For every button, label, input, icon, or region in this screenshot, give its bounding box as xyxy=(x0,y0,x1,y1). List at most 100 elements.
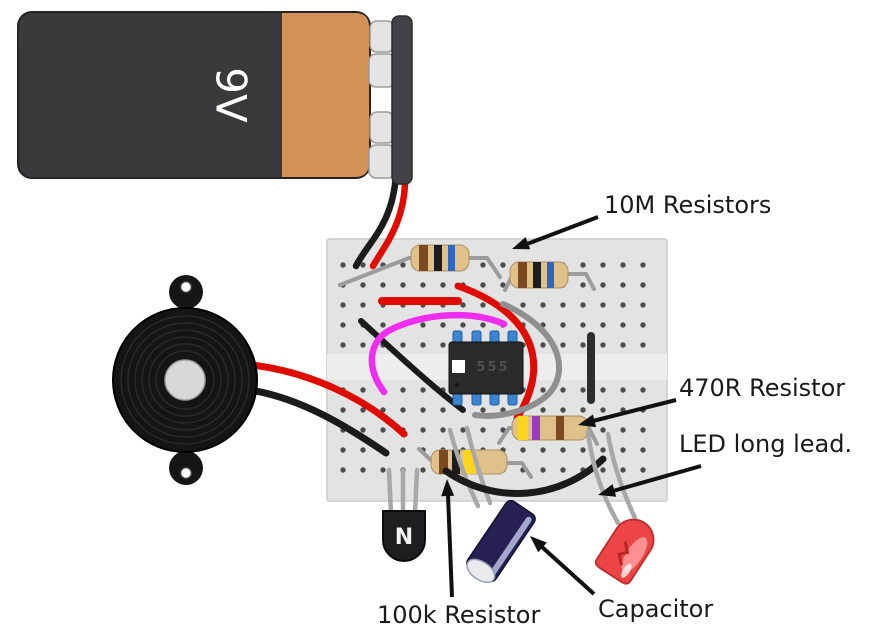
resistor-10m-2 xyxy=(503,261,596,292)
breadboard-hole xyxy=(360,387,366,393)
breadboard-hole xyxy=(420,282,426,288)
breadboard-hole xyxy=(420,342,426,348)
band-black xyxy=(452,450,460,474)
breadboard-hole xyxy=(640,447,646,453)
npn-transistor: N xyxy=(382,467,426,562)
breadboard-hole xyxy=(360,302,366,308)
callout-led-long-lead: LED long lead. xyxy=(598,430,852,497)
breadboard-hole xyxy=(380,407,386,413)
buzzer-center-hole xyxy=(164,359,206,401)
breadboard-hole xyxy=(600,467,606,473)
breadboard-hole xyxy=(480,322,486,328)
wire-red-battery xyxy=(369,168,409,270)
resistor-100k xyxy=(417,447,533,479)
breadboard-hole xyxy=(480,282,486,288)
battery-terminals xyxy=(368,20,396,179)
buzzer-mount-hole-bottom xyxy=(179,466,193,480)
band-brown xyxy=(439,450,448,474)
breadboard-hole xyxy=(540,447,546,453)
label-10m-resistors: 10M Resistors xyxy=(604,191,771,219)
band-black xyxy=(533,262,541,288)
breadboard-hole xyxy=(420,427,426,433)
breadboard-hole xyxy=(620,467,626,473)
callout-10m-resistors: 10M Resistors xyxy=(512,191,771,250)
band-yellow xyxy=(518,416,528,440)
arrow-head xyxy=(530,536,547,553)
breadboard-hole xyxy=(400,262,406,268)
led-specular xyxy=(621,563,632,578)
ic-body xyxy=(448,341,524,395)
breadboard-hole xyxy=(640,262,646,268)
breadboard-hole xyxy=(440,322,446,328)
electrolytic-capacitor xyxy=(466,499,536,584)
breadboard-hole xyxy=(600,322,606,328)
annotations: 10M Resistors 470R Resistor LED long lea… xyxy=(377,191,852,629)
breadboard-hole xyxy=(620,262,626,268)
breadboard-hole xyxy=(600,262,606,268)
band-blue xyxy=(547,262,554,288)
breadboard-hole xyxy=(500,262,506,268)
resistor-body xyxy=(511,415,589,441)
breadboard-hole xyxy=(360,342,366,348)
band-blue xyxy=(448,245,455,271)
resistor-10m-1 xyxy=(338,244,502,287)
wire-red-buzzer xyxy=(248,361,408,438)
wire-magenta-curve xyxy=(368,311,508,396)
breadboard-hole xyxy=(540,467,546,473)
breadboard-hole xyxy=(580,322,586,328)
breadboard-hole xyxy=(560,387,566,393)
arrow-head xyxy=(441,479,455,497)
label-100k-resistor: 100k Resistor xyxy=(377,601,540,629)
breadboard-hole xyxy=(580,387,586,393)
breadboard-hole xyxy=(600,387,606,393)
breadboard-hole xyxy=(420,467,426,473)
arrow-line xyxy=(540,545,596,596)
breadboard-hole xyxy=(440,342,446,348)
breadboard-hole xyxy=(480,262,486,268)
breadboard-hole xyxy=(640,282,646,288)
label-470r-resistor: 470R Resistor xyxy=(679,374,845,402)
ic-555: 555 xyxy=(448,330,524,406)
breadboard-hole xyxy=(560,322,566,328)
capacitor-end-cap xyxy=(466,558,496,584)
breadboard-hole xyxy=(560,467,566,473)
breadboard-hole xyxy=(440,427,446,433)
pin1-dot xyxy=(454,382,460,388)
breadboard-hole xyxy=(600,447,606,453)
breadboard-hole xyxy=(640,342,646,348)
breadboard-hole xyxy=(340,407,346,413)
breadboard-hole xyxy=(540,302,546,308)
breadboard-hole xyxy=(360,407,366,413)
breadboard-hole xyxy=(460,322,466,328)
breadboard-hole xyxy=(620,322,626,328)
battery-voltage-label: 9V xyxy=(207,67,256,123)
breadboard-hole xyxy=(620,447,626,453)
ic-label: 555 xyxy=(476,360,509,375)
wire-black-diagonal xyxy=(358,318,466,413)
breadboard-hole xyxy=(560,302,566,308)
breadboard-hole xyxy=(400,447,406,453)
battery-9v: 9V xyxy=(17,11,413,185)
breadboard-hole xyxy=(520,302,526,308)
breadboard-hole xyxy=(500,282,506,288)
breadboard-hole xyxy=(340,322,346,328)
wire-gray-curve xyxy=(472,301,563,419)
breadboard-hole xyxy=(640,387,646,393)
led-body-group xyxy=(594,518,655,585)
breadboard-hole xyxy=(360,467,366,473)
breadboard-hole xyxy=(600,407,606,413)
battery-clip xyxy=(391,15,413,185)
breadboard-hole xyxy=(620,342,626,348)
breadboard-hole xyxy=(640,427,646,433)
band-brown xyxy=(419,245,428,271)
jumper-wires xyxy=(358,282,595,422)
breadboard-hole xyxy=(400,407,406,413)
breadboard-hole xyxy=(360,262,366,268)
breadboard-hole xyxy=(600,282,606,288)
arrow-line xyxy=(592,398,677,423)
label-led-long-lead: LED long lead. xyxy=(679,430,852,458)
breadboard-hole xyxy=(400,387,406,393)
arrow-head xyxy=(598,484,617,497)
led-short-lead xyxy=(605,431,638,521)
